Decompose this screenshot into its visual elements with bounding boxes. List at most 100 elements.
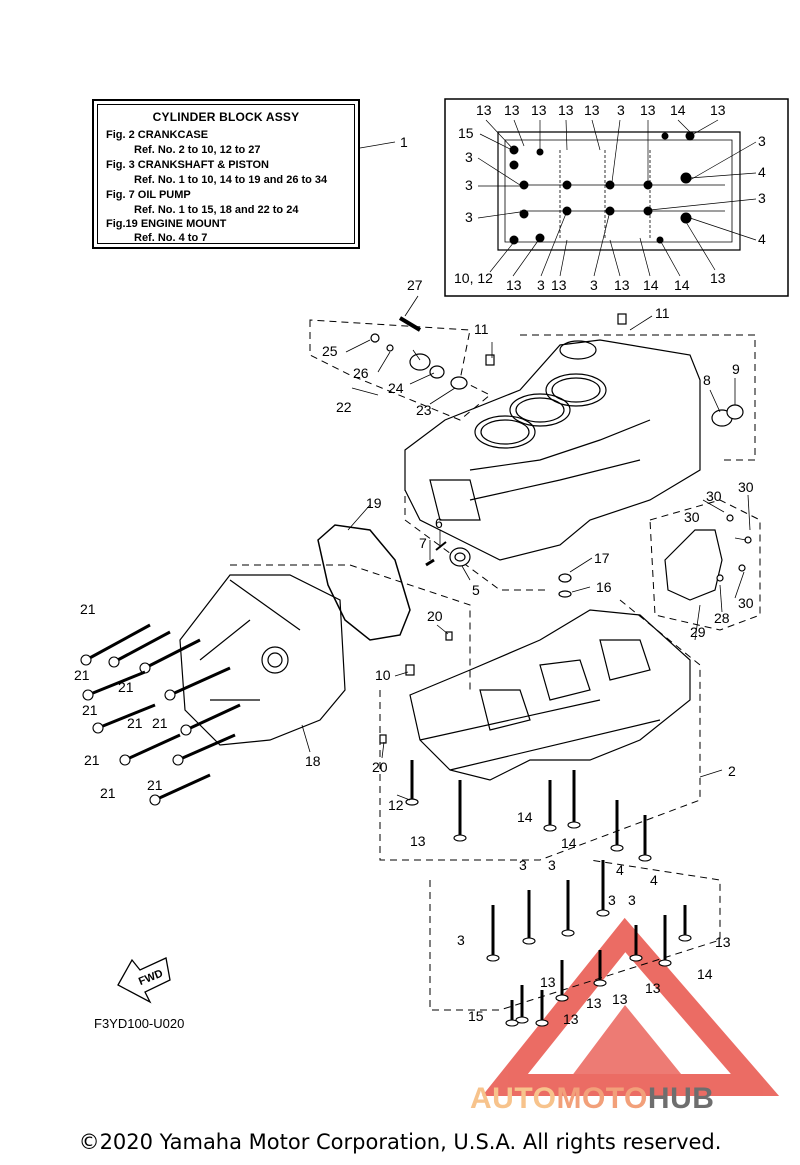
callout-13: 13 (563, 1011, 579, 1027)
inset-callout: 13 (710, 270, 726, 286)
callout-3: 3 (457, 932, 465, 948)
bolts-lower (453, 770, 692, 1027)
callout-12: 12 (388, 797, 404, 813)
inset-callout: 15 (458, 125, 474, 141)
inset-bolts (509, 131, 695, 245)
callout-13: 13 (612, 991, 628, 1007)
legend-line: Ref. No. 4 to 7 (134, 232, 208, 244)
callout-13: 13 (645, 980, 661, 996)
callout-13: 13 (715, 934, 731, 950)
callout-16: 16 (596, 579, 612, 595)
watermark-part: AUTO (470, 1082, 557, 1115)
callout-30: 30 (738, 595, 754, 611)
callout-10: 10 (375, 667, 391, 683)
inset-callouts: 13 13 13 13 13 3 13 14 13 15 3 3 3 3 4 3… (454, 102, 766, 293)
callout-21: 21 (82, 702, 98, 718)
callout-27: 27 (407, 277, 423, 293)
legend-line: Fig.19 ENGINE MOUNT (106, 218, 227, 230)
callout-11: 11 (474, 321, 489, 337)
callout-14: 14 (697, 966, 713, 982)
inset-callout: 3 (590, 277, 598, 293)
inset-callout: 4 (758, 164, 766, 180)
inset-callout: 3 (465, 149, 473, 165)
callout-21: 21 (80, 601, 96, 617)
gasket (317, 524, 411, 641)
inset-callout: 3 (758, 133, 766, 149)
side-cover (179, 574, 346, 746)
inset-callout: 13 (558, 102, 574, 118)
inset-leaders (477, 119, 757, 277)
inset-callout: 13 (531, 102, 547, 118)
inset-callout: 3 (537, 277, 545, 293)
inset-callout: 3 (465, 177, 473, 193)
legend-line: Ref. No. 1 to 15, 18 and 22 to 24 (134, 204, 299, 216)
inset-callout: 13 (710, 102, 726, 118)
inset-callout: 13 (476, 102, 492, 118)
callout-22: 22 (336, 399, 352, 415)
figure-code: F3YD100-U020 (94, 1016, 185, 1031)
callout-20: 20 (427, 608, 443, 624)
callout-21: 21 (84, 752, 100, 768)
callout-14: 14 (517, 809, 533, 825)
inset-callout: 13 (584, 102, 600, 118)
inset-callout: 4 (758, 231, 766, 247)
callout-30: 30 (738, 479, 754, 495)
inset-callout: 10, 12 (454, 270, 493, 286)
callout-13: 13 (410, 833, 426, 849)
upper-crankcase (404, 339, 701, 561)
callout-7: 7 (419, 535, 427, 551)
callout-21: 21 (147, 777, 163, 793)
callouts: 1 2 3 3 3 3 4 4 5 6 7 8 9 10 11 11 12 13… (74, 134, 754, 1027)
callout-13: 13 (540, 974, 556, 990)
callout-21: 21 (127, 715, 143, 731)
callout-3: 3 (548, 857, 556, 873)
small-parts (370, 313, 752, 806)
inset-callout: 13 (640, 102, 656, 118)
callout-21: 21 (118, 679, 134, 695)
callout-24: 24 (388, 380, 404, 396)
callout-6: 6 (435, 515, 443, 531)
legend-line: Fig. 7 OIL PUMP (106, 189, 191, 201)
inset-callout: 14 (674, 277, 690, 293)
inset-callout: 14 (670, 102, 686, 118)
callout-23: 23 (416, 402, 432, 418)
callout-30: 30 (706, 488, 722, 504)
callout-15: 15 (468, 1008, 484, 1024)
callout-2: 2 (728, 763, 736, 779)
watermark-logo (482, 917, 780, 1096)
callout-21: 21 (100, 785, 116, 801)
callout-25: 25 (322, 343, 338, 359)
inset-callout: 3 (465, 209, 473, 225)
copyright-notice: ©2020 Yamaha Motor Corporation, U.S.A. A… (78, 1130, 722, 1154)
callout-3: 3 (628, 892, 636, 908)
callout-5: 5 (472, 582, 480, 598)
bolts-21 (80, 623, 241, 806)
callout-17: 17 (594, 550, 610, 566)
inset-callout: 3 (758, 190, 766, 206)
callout-3: 3 (519, 857, 527, 873)
callout-4: 4 (616, 862, 624, 878)
callout-28: 28 (714, 610, 730, 626)
callout-26: 26 (353, 365, 369, 381)
callout-4: 4 (650, 872, 658, 888)
inset-callout: 3 (617, 102, 625, 118)
legend-line: Fig. 3 CRANKSHAFT & PISTON (106, 159, 269, 171)
lower-crankcase (409, 609, 691, 781)
callout-3: 3 (608, 892, 616, 908)
callout-13: 13 (586, 995, 602, 1011)
callout-20: 20 (372, 759, 388, 775)
assembly-outlines (230, 319, 761, 1011)
callout-11: 11 (655, 305, 670, 321)
inset-callout: 13 (504, 102, 520, 118)
callout-19: 19 (366, 495, 382, 511)
watermark-part: MOTO (556, 1082, 648, 1115)
legend-line: Fig. 2 CRANKCASE (106, 129, 209, 141)
callout-14: 14 (561, 835, 577, 851)
callout-29: 29 (690, 624, 706, 640)
callout-21: 21 (152, 715, 168, 731)
inset-callout: 14 (643, 277, 659, 293)
inset-callout: 13 (614, 277, 630, 293)
callout-21: 21 (74, 667, 90, 683)
inset-bolt-pattern (444, 98, 789, 297)
